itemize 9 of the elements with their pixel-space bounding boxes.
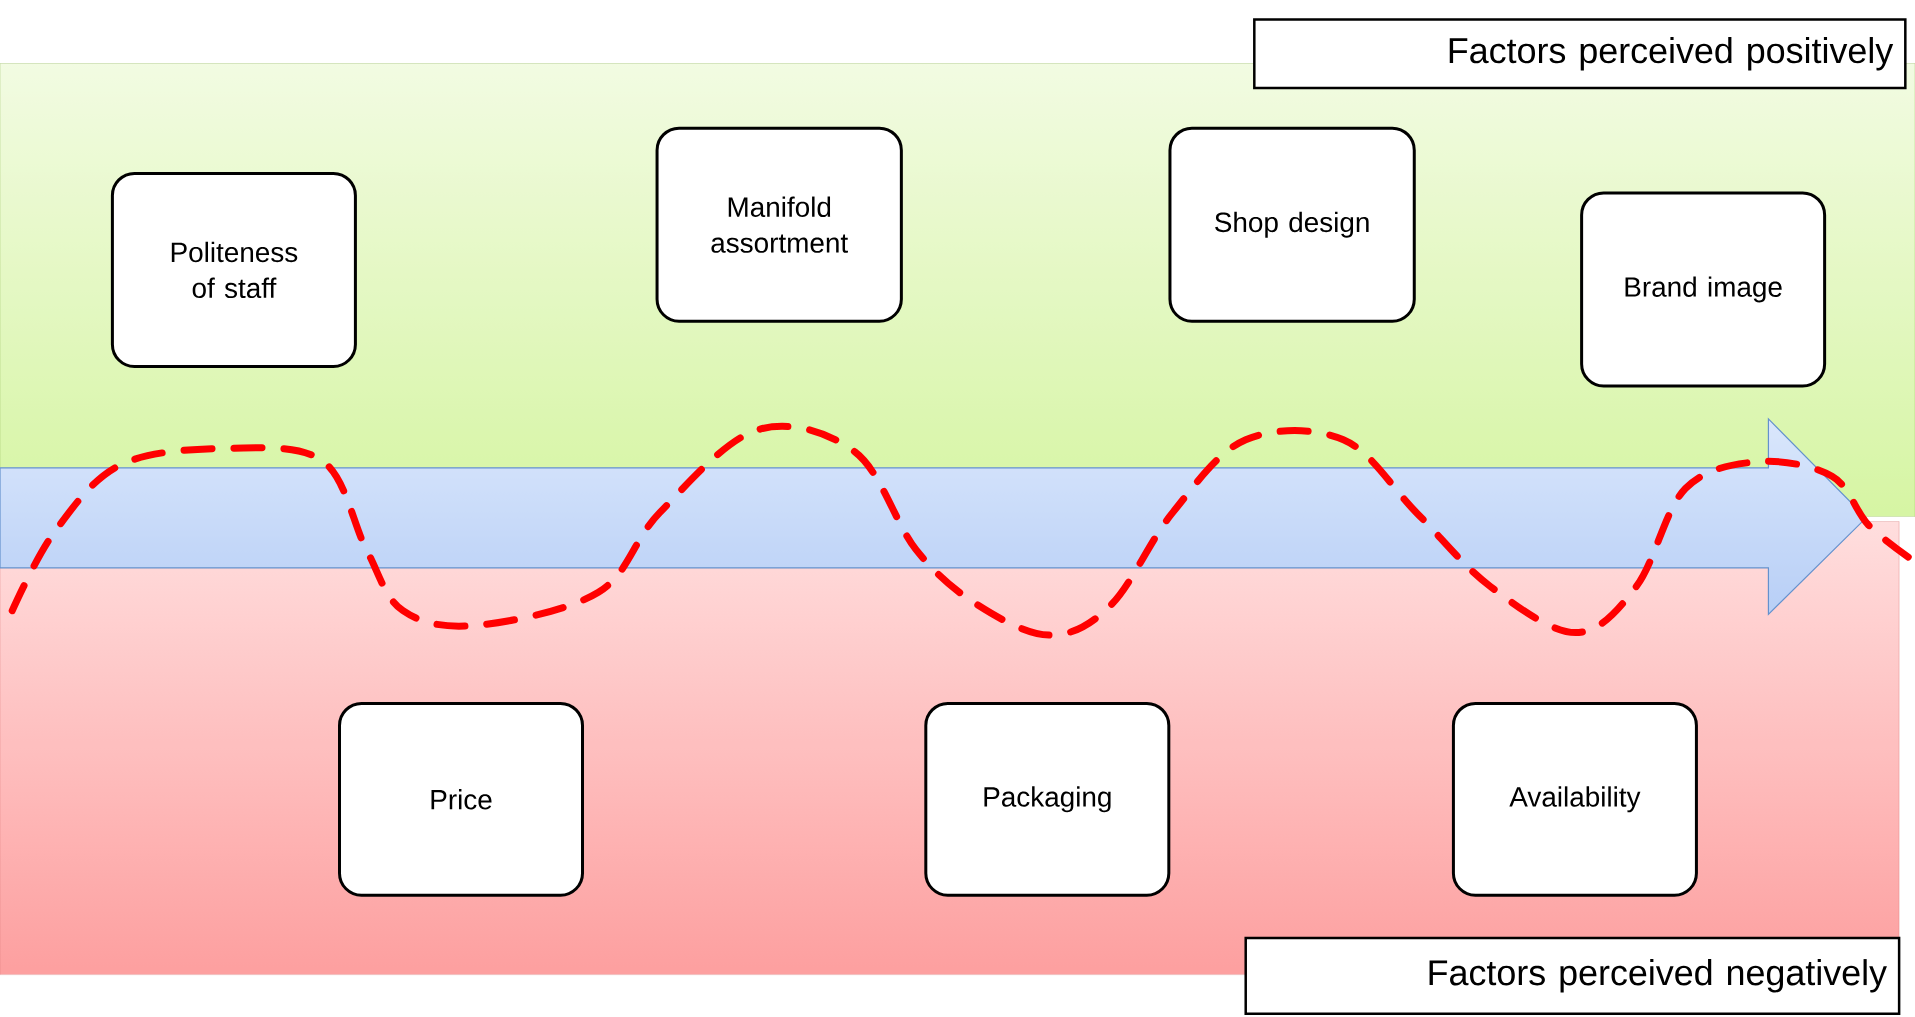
factor-box: Shop design: [1168, 126, 1416, 323]
factor-box: Availability: [1451, 701, 1698, 897]
factor-box: Manifold assortment: [655, 126, 903, 323]
heading-box: Factors perceived negatively: [1244, 936, 1901, 1015]
factor-box: Price: [338, 701, 584, 897]
factor-box: Brand image: [1580, 191, 1827, 388]
factor-box: Packaging: [924, 701, 1171, 897]
heading-box: Factors perceived positively: [1253, 18, 1907, 90]
factor-box: Politeness of staff: [110, 171, 357, 368]
